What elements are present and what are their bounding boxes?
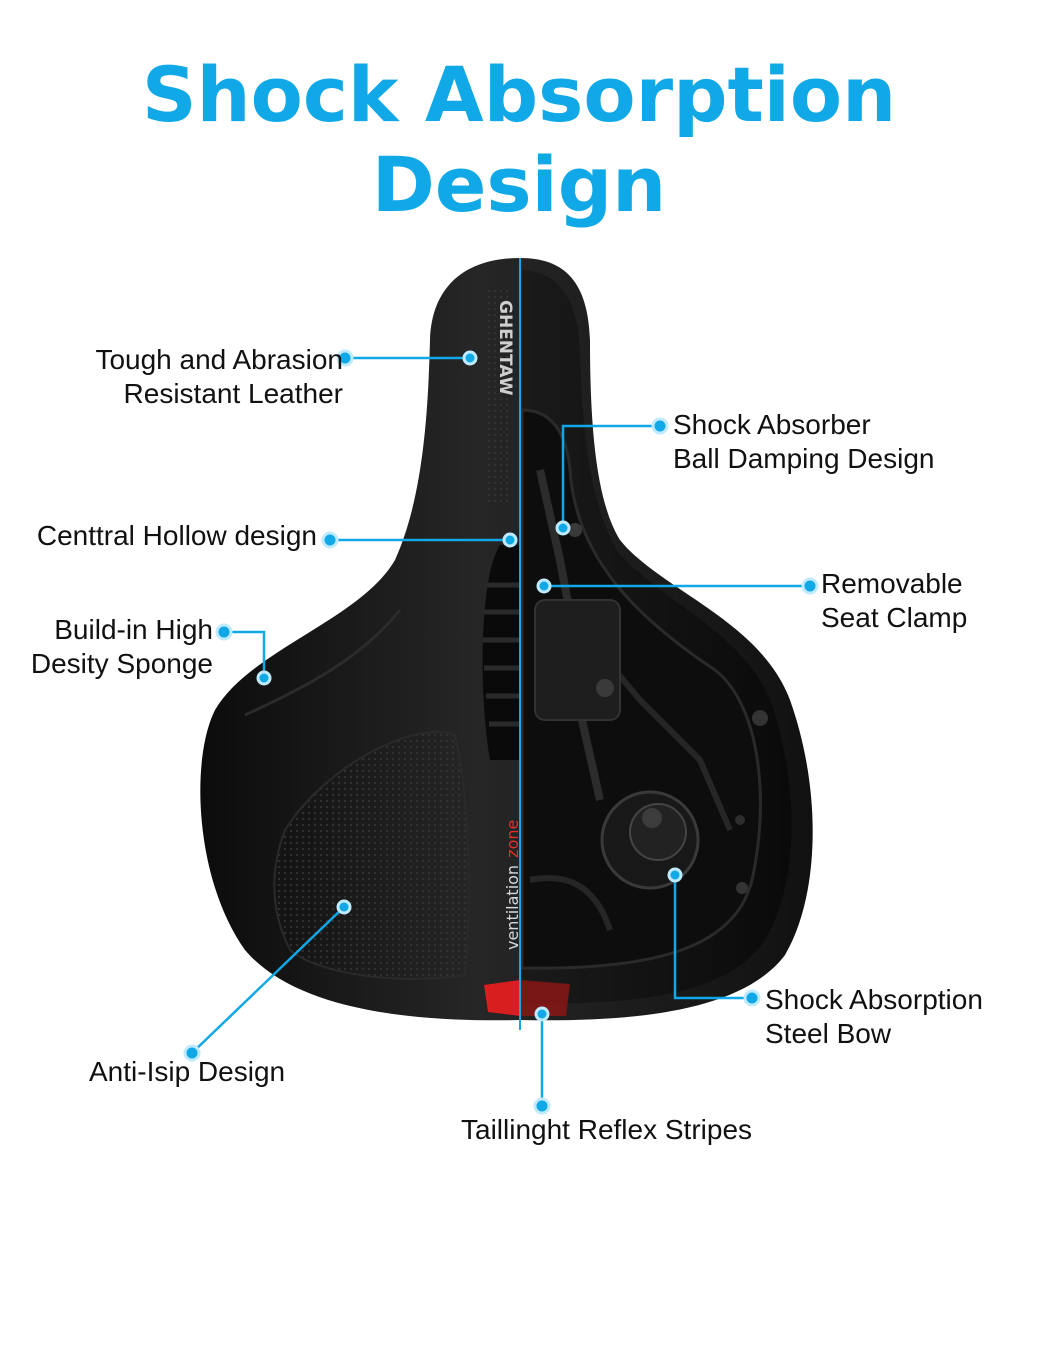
callout-antislip-line1: Anti-Isip Design (89, 1056, 286, 1087)
callout-leather-line2: Resistant Leather (123, 378, 343, 409)
dot-antislip-outer (183, 1044, 201, 1062)
dot-leather-inner (462, 350, 478, 366)
callout-steelbow-line2: Steel Bow (765, 1018, 892, 1049)
dot-taillight-outer (533, 1097, 551, 1115)
saddle-top-surface (244, 288, 520, 980)
dot-sponge-inner (256, 670, 272, 686)
taillight-reflector (484, 980, 520, 1016)
callout-sponge-line2: Desity Sponge (30, 648, 213, 679)
dot-hollow-inner (502, 532, 518, 548)
callout-dots (183, 349, 819, 1115)
callout-antislip: Anti-Isip Design (89, 1055, 285, 1089)
callout-seat-clamp: Removable Seat Clamp (821, 567, 967, 635)
callout-hollow: Centtral Hollow design (37, 519, 317, 553)
callout-lines (191, 356, 810, 1106)
callout-taillight-line1: Taillinght Reflex Stripes (461, 1114, 753, 1145)
dot-hollow-outer (321, 531, 339, 549)
dot-steelbow-outer (743, 989, 761, 1007)
page-title: Shock Absorption Design (141, 50, 897, 229)
callout-clamp-line2: Seat Clamp (821, 602, 968, 633)
dot-clamp-inner (536, 578, 552, 594)
zone-word: zone (503, 820, 522, 858)
callout-steelbow-line1: Shock Absorption (765, 984, 983, 1015)
dot-taillight-inner (534, 1006, 550, 1022)
callout-steel-bow: Shock Absorption Steel Bow (765, 983, 983, 1051)
dot-sponge-outer (215, 623, 233, 641)
callout-taillight: Taillinght Reflex Stripes (461, 1113, 752, 1147)
dot-antislip-inner (336, 899, 352, 915)
saddle-underside (520, 270, 792, 1004)
callout-leather: Tough and Abrasion Resistant Leather (95, 343, 343, 411)
callout-ball-line2: Ball Damping Design (673, 443, 935, 474)
callout-leather-line1: Tough and Abrasion (95, 344, 343, 375)
dot-ball-inner (555, 520, 571, 536)
callout-ball-damping: Shock Absorber Ball Damping Design (673, 408, 934, 476)
ventilation-zone-print: ventilation zone (503, 820, 522, 950)
brand-print: GHENTAW (495, 300, 515, 396)
callout-sponge: Build-in High Desity Sponge (31, 613, 213, 681)
callout-ball-line1: Shock Absorber (673, 409, 871, 440)
dot-clamp-outer (801, 577, 819, 595)
dot-leather-outer (336, 349, 354, 367)
ventilation-word: ventilation (503, 865, 522, 950)
callout-hollow-line1: Centtral Hollow design (36, 520, 317, 551)
dot-ball-outer (651, 417, 669, 435)
dot-steelbow-inner (667, 867, 683, 883)
callout-clamp-line1: Removable (821, 568, 963, 599)
callout-sponge-line1: Build-in High (54, 614, 213, 645)
